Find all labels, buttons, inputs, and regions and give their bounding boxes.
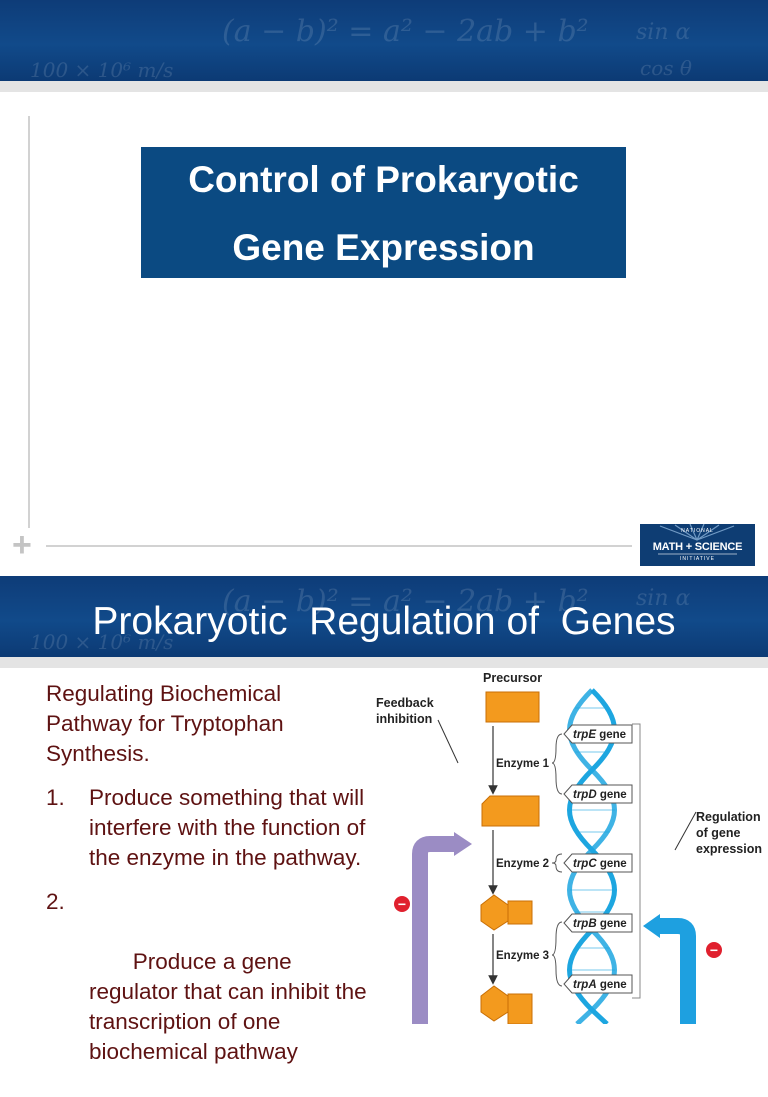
gene-name: trpA — [573, 979, 597, 991]
gene-box-trpA: trpA gene — [563, 974, 633, 994]
logo-rays-icon — [658, 524, 737, 555]
banner-equation: 100 × 10⁶ m/s — [30, 58, 174, 81]
regulation-arrow — [643, 914, 696, 1024]
feedback-arrow — [412, 832, 472, 1024]
gene-name: trpB — [573, 918, 597, 930]
gene-name: trpD — [573, 789, 597, 801]
slide-2-header-banner: (a − b)² = a² − 2ab + b² sin α 100 × 10⁶… — [0, 576, 768, 657]
gene-suffix: gene — [597, 858, 627, 870]
svg-text:trpB gene: trpB gene — [573, 918, 627, 930]
svg-text:trpD gene: trpD gene — [573, 789, 627, 801]
banner-equation: sin α — [636, 586, 691, 611]
gene-name: trpE — [573, 729, 596, 741]
svg-text:−: − — [398, 896, 406, 912]
list-number: 1. — [46, 785, 65, 810]
gene-suffix: gene — [597, 979, 627, 991]
title-line-2: Gene Expression — [232, 227, 535, 268]
slide-2-text: Regulating Biochemical Pathway for Trypt… — [46, 679, 371, 1097]
enzyme-1-label: Enzyme 1 — [496, 758, 550, 770]
inhibition-minus-icon: − — [706, 942, 722, 958]
regulation-label-line-3: expression — [696, 842, 762, 856]
enzyme-3-label: Enzyme 3 — [496, 950, 549, 962]
gene-box-trpE: trpE gene — [563, 724, 633, 744]
slide-2-title: Prokaryotic Regulation of Genes — [92, 600, 676, 643]
gene-box-trpB: trpB gene — [563, 913, 633, 933]
gene-enzyme-brace — [551, 853, 563, 873]
regulation-label-line-1: Regulation — [696, 810, 761, 824]
list-number: 2. — [46, 889, 65, 914]
feedback-label-line-2: inhibition — [376, 712, 432, 726]
feedback-pointer-line — [437, 719, 459, 764]
list-item: 2. Produce a gene regulator that can inh… — [46, 887, 371, 1097]
intermediate-1-molecule-icon — [481, 795, 540, 827]
gene-suffix: gene — [597, 789, 627, 801]
banner-equation: (a − b)² = a² − 2ab + b² — [222, 584, 589, 619]
gene-enzyme-brace — [551, 733, 563, 795]
logo-national-text: NATIONAL — [681, 528, 714, 534]
banner-equation: sin α — [636, 20, 691, 45]
banner-underline — [0, 657, 768, 668]
logo-main-text: MATH + SCIENCE — [652, 541, 743, 553]
intermediate-2-molecule-icon — [480, 894, 533, 931]
list-text: Produce something that will interfere wi… — [89, 785, 366, 870]
gene-suffix: gene — [596, 729, 626, 741]
inhibition-minus-icon: − — [394, 896, 410, 912]
svg-text:−: − — [710, 942, 718, 958]
gene-name: trpC — [573, 858, 597, 870]
feedback-label-line-1: Feedback — [376, 696, 434, 710]
gene-enzyme-brace — [551, 921, 563, 987]
svg-text:trpA gene: trpA gene — [573, 979, 627, 991]
banner-equation: cos θ — [640, 56, 692, 80]
slide-guide-horizontal — [46, 545, 632, 547]
title-box: Control of Prokaryotic Gene Expression — [141, 147, 626, 278]
tryptophan-pathway-diagram: Precursor Feedback inhibition Regulation… — [370, 668, 768, 1026]
gene-suffix: gene — [597, 918, 627, 930]
banner-underline — [0, 81, 768, 92]
slide-2: (a − b)² = a² − 2ab + b² sin α 100 × 10⁶… — [0, 576, 768, 1064]
precursor-molecule-icon — [485, 691, 540, 723]
regulation-label-line-2: of gene — [696, 826, 740, 840]
nmsi-logo: NATIONAL MATH + SCIENCE INITIATIVE — [640, 524, 755, 566]
slide-1-header-banner: (a − b)² = a² − 2ab + b² sin α cos θ 100… — [0, 0, 768, 81]
title-line-1: Control of Prokaryotic — [188, 159, 579, 200]
list-item: 1. Produce something that will interfere… — [46, 783, 371, 873]
gene-box-trpD: trpD gene — [563, 784, 633, 804]
operon-bracket — [632, 723, 641, 999]
tryptophan-molecule-icon — [480, 985, 533, 1025]
list-text: Produce a gene regulator that can inhibi… — [89, 949, 373, 1064]
banner-equation: (a − b)² = a² − 2ab + b² — [222, 14, 589, 49]
banner-equation: 100 × 10⁶ m/s — [30, 630, 174, 654]
regulation-pointer-line — [674, 811, 697, 851]
plus-icon: + — [12, 526, 32, 564]
enzyme-2-label: Enzyme 2 — [496, 858, 549, 870]
svg-text:trpC gene: trpC gene — [573, 858, 627, 870]
slide-1: (a − b)² = a² − 2ab + b² sin α cos θ 100… — [0, 0, 768, 566]
svg-text:trpE gene: trpE gene — [573, 729, 626, 741]
logo-initiative-text: INITIATIVE — [680, 556, 715, 562]
gene-box-trpC: trpC gene — [563, 853, 633, 873]
slide-guide-vertical — [28, 116, 30, 528]
intro-paragraph: Regulating Biochemical Pathway for Trypt… — [46, 681, 284, 766]
precursor-label: Precursor — [483, 671, 542, 685]
